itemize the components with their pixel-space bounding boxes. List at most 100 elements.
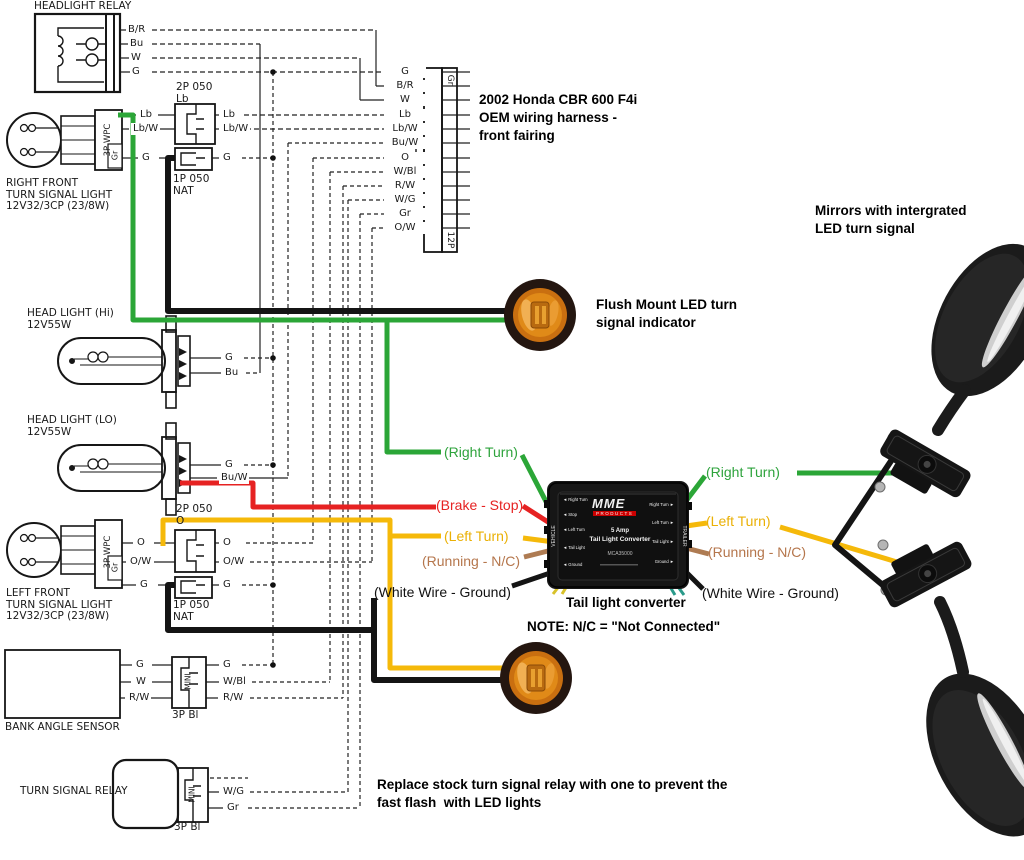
pin-label: W (134, 676, 148, 688)
conn-2p050-bottom-symbol (174, 529, 216, 573)
label-brake-stop: (Brake - Stop) (436, 497, 524, 513)
converter-model: MCA35000 (607, 551, 633, 557)
wire-right-turn-green (118, 112, 508, 323)
harness-pin-label: R/W (384, 180, 426, 192)
pin-label: Gr (225, 802, 241, 814)
connector-size-label: 3P Bl (172, 709, 199, 721)
pin-label: O (135, 537, 147, 549)
pin-label: R/W (221, 692, 246, 704)
harness-pin-label: O/W (384, 222, 426, 234)
pin-label: G (221, 152, 233, 164)
label-left-turn-right: (Left Turn) (706, 513, 771, 529)
harness-pin-label: W (384, 94, 426, 106)
wire-running-brown-right (685, 545, 710, 557)
pin-label: G (223, 459, 235, 471)
converter-vehicle-edge: VEHICLE (551, 525, 557, 547)
mirror-bottom (877, 539, 1024, 837)
connector-gr-tag: Gr (110, 562, 120, 573)
pin-label: O (221, 537, 233, 549)
pin-label: W/Bl (221, 676, 248, 688)
conn-2p050-top-symbol (174, 103, 216, 145)
pin-label: R/W (127, 692, 152, 704)
converter-brand-sub: PRODUCTS (593, 511, 637, 516)
colored-wires (118, 112, 905, 683)
converter-trailer-edge: TRAILER (681, 525, 687, 547)
converter-pin: ◄ Stop (563, 512, 577, 517)
conn-1p050-top-label: 1P 050 NAT (173, 173, 210, 197)
harness-conn-top-tag: Gr (445, 74, 455, 86)
converter-brand: MME (592, 496, 626, 511)
conn-2p050-bottom-label: 2P 050 O (176, 503, 213, 527)
pin-label: W (129, 52, 143, 64)
wire-brake-red (180, 480, 436, 510)
conn-1p050-bottom-symbol (174, 576, 213, 599)
label-ground-left: (White Wire - Ground) (374, 584, 511, 600)
harness-pin-label: Bu/W (384, 137, 426, 149)
headlight-lo-label: HEAD LIGHT (LO) 12V55W (27, 414, 117, 438)
right-front-signal-symbol (6, 109, 123, 171)
headlight-lo-symbol (57, 422, 191, 516)
mirrors-note: Mirrors with intergrated LED turn signal (815, 203, 967, 236)
converter-pin: Left Turn ► (652, 520, 674, 525)
flush-led-note: Flush Mount LED turn signal indicator (596, 297, 737, 330)
wire-ground-black-bottom (165, 582, 505, 683)
pin-label: Lb/W (221, 123, 251, 135)
harness-pin-label: B/R (384, 80, 426, 92)
pin-label: G (223, 352, 235, 364)
label-running-left: (Running - N/C) (422, 553, 521, 569)
relay-replace-note: Replace stock turn signal relay with one… (377, 777, 728, 810)
pin-label: Bu (223, 367, 241, 379)
tail-light-converter (544, 481, 692, 596)
harness-pin-label: Lb (384, 109, 426, 121)
converter-pin: ◄ Tail Light (563, 545, 585, 550)
pin-label: G (138, 579, 150, 591)
connector-size-label: 3P Bl (174, 821, 201, 833)
pin-label: G (134, 659, 146, 671)
pin-label: O/W (128, 556, 154, 568)
connector-mini-label: MINI (183, 673, 193, 690)
headlight-hi-symbol (57, 315, 191, 409)
connector-mini-label: MINI (187, 786, 197, 803)
left-front-signal-label: LEFT FRONT TURN SIGNAL LIGHT 12V32/3CP (… (6, 587, 113, 622)
pin-label: Lb/W (131, 123, 161, 135)
pin-label: Bu/W (219, 472, 250, 484)
converter-pin: Right Turn ► (649, 502, 674, 507)
pin-label: G (221, 579, 233, 591)
label-right-turn-right: (Right Turn) (706, 464, 780, 480)
conn-2p050-top-label: 2P 050 Lb (176, 81, 213, 105)
conn-1p050-top-symbol (174, 147, 213, 171)
pin-label: B/R (126, 24, 148, 36)
right-front-signal-label: RIGHT FRONT TURN SIGNAL LIGHT 12V32/3CP … (6, 177, 113, 212)
harness-note: 2002 Honda CBR 600 F4i OEM wiring harnes… (479, 92, 638, 143)
pin-label: G (130, 66, 142, 78)
converter-pin: Ground ► (654, 559, 674, 564)
pin-label: Bu (128, 38, 146, 50)
flush-led-indicator-bottom (500, 642, 572, 714)
converter-line1: 5 Amp (610, 528, 630, 534)
converter-pin: Tail Light ► (652, 539, 674, 544)
flush-led-indicator-top (504, 279, 576, 351)
label-left-turn-left: (Left Turn) (444, 528, 509, 544)
converter-pin: ◄ Ground (563, 562, 583, 567)
pin-label: Lb (138, 109, 154, 121)
headlight-relay-label: HEADLIGHT RELAY (34, 0, 132, 12)
nc-note: NOTE: N/C = "Not Connected" (527, 619, 721, 634)
junction-dots (270, 69, 276, 668)
left-front-signal-symbol (6, 519, 123, 589)
pin-label: G (221, 659, 233, 671)
converter-caption: Tail light converter (566, 595, 686, 610)
pin-label: W/G (221, 786, 247, 798)
label-running-right: (Running - N/C) (708, 544, 807, 560)
harness-pin-label: O (384, 152, 426, 164)
converter-line2: Tail Light Converter (589, 536, 651, 543)
bank-angle-sensor-symbol (4, 649, 207, 719)
pin-label: G (140, 152, 152, 164)
converter-pin: ◄ Left Turn (563, 527, 585, 532)
mirror-top (874, 243, 1024, 498)
conn-1p050-bottom-label: 1P 050 NAT (173, 599, 210, 623)
harness-pin-label: W/Bl (384, 166, 426, 178)
converter-pin: ◄ Right Turn (563, 497, 588, 502)
harness-pin-label: Gr (384, 208, 426, 220)
label-ground-right: (White Wire - Ground) (702, 585, 839, 601)
pin-label: Lb (221, 109, 237, 121)
